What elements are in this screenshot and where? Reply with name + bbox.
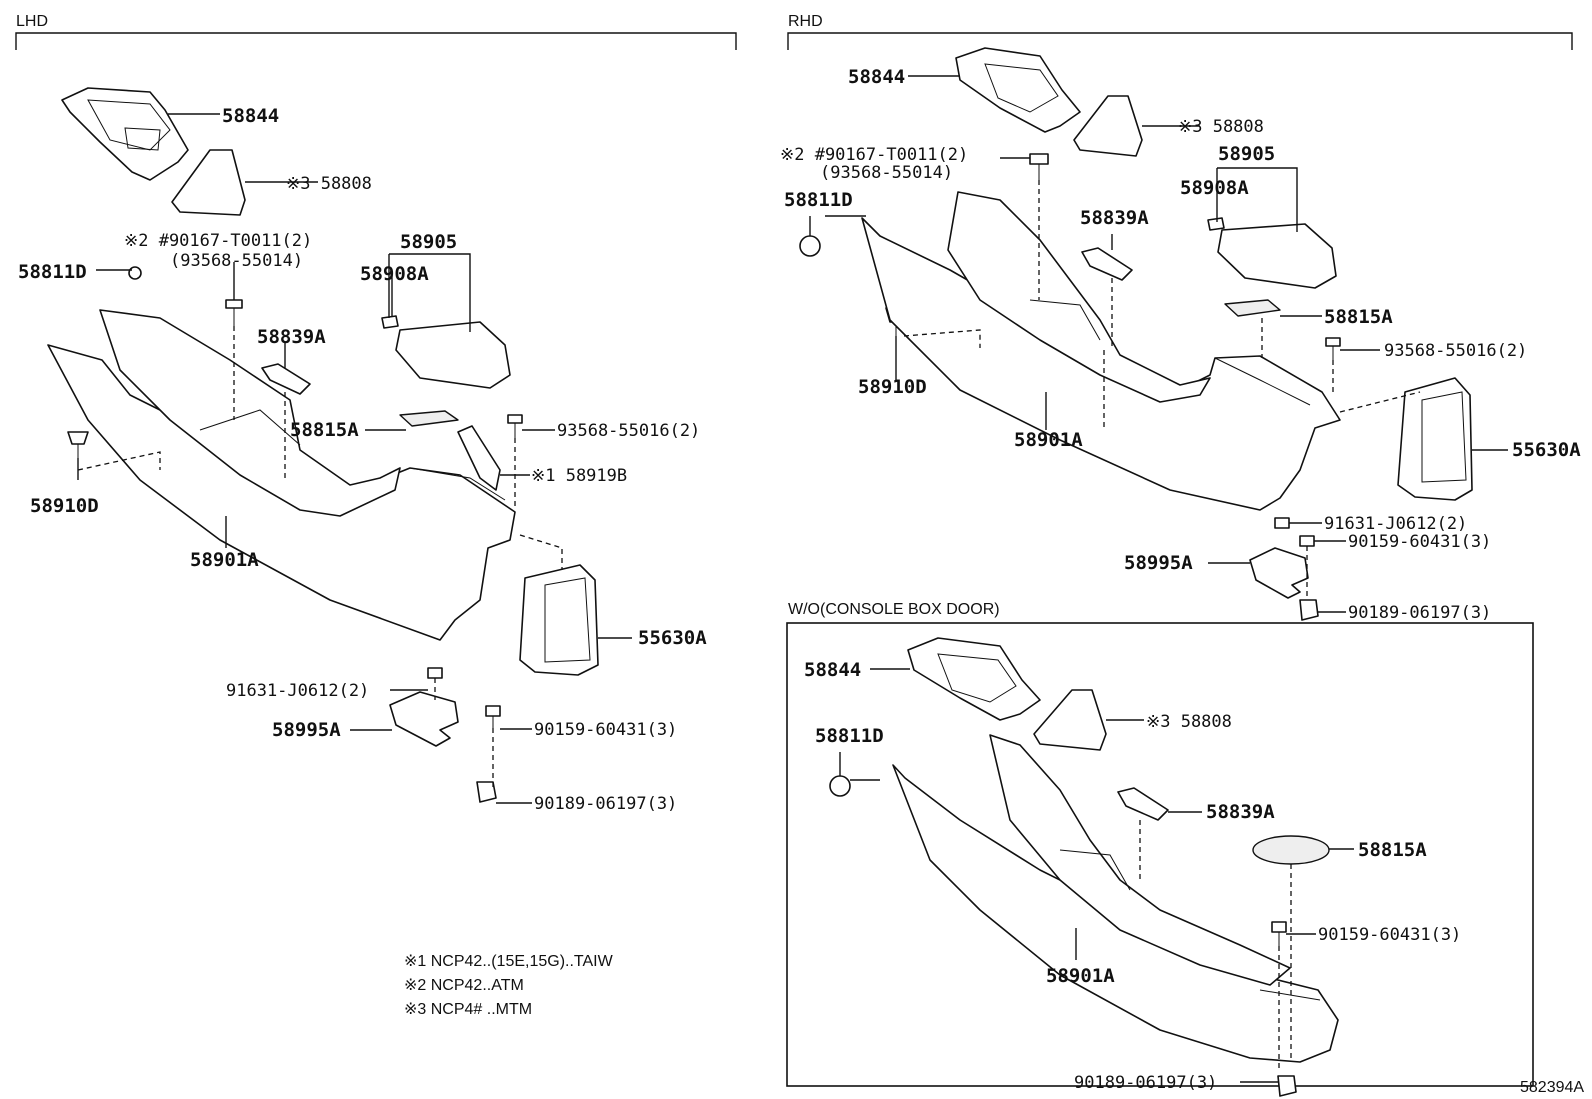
- section-label-wo-console: W/O(CONSOLE BOX DOOR): [788, 601, 1000, 618]
- wo-label-58815A: 58815A: [1358, 839, 1427, 861]
- rhd-label-58808: ※3 58808: [1178, 117, 1264, 137]
- lhd-bracket-58995A: [389, 691, 459, 747]
- wo-console-frame: [786, 622, 1534, 1087]
- wo-nut-90189: [1277, 1075, 1297, 1097]
- lhd-label-58815A: 58815A: [290, 419, 359, 441]
- rhd-label-58815A: 58815A: [1324, 306, 1393, 328]
- wo-label-58808: ※3 58808: [1146, 712, 1232, 732]
- rhd-label-93568-55016: 93568-55016(2): [1384, 341, 1527, 361]
- rhd-pad-58815A: [1224, 299, 1281, 317]
- rhd-clip-58811D: [799, 235, 821, 257]
- lhd-label-58808: ※3 58808: [286, 174, 372, 194]
- wo-label-58901A: 58901A: [1046, 965, 1115, 987]
- rhd-label-58844: 58844: [848, 66, 905, 88]
- rhd-console-58901A: [861, 191, 1341, 511]
- rhd-label-58839A: 58839A: [1080, 207, 1149, 229]
- lhd-label-58905: 58905: [400, 231, 457, 253]
- wo-label-90159: 90159-60431(3): [1318, 925, 1461, 945]
- lhd-label-90159: 90159-60431(3): [534, 720, 677, 740]
- lhd-cup-holder-58844: [61, 87, 189, 181]
- lhd-label-90167: ※2 #90167-T0011(2): [124, 231, 312, 251]
- rhd-label-55630A: 55630A: [1512, 439, 1581, 461]
- lhd-screw-91631: [427, 667, 443, 679]
- lhd-screw-90167: [225, 299, 243, 326]
- rhd-label-58905: 58905: [1218, 143, 1275, 165]
- section-bracket-lhd: [15, 32, 737, 50]
- rhd-label-58901A: 58901A: [1014, 429, 1083, 451]
- lhd-shift-boot-58808: [171, 149, 246, 216]
- rhd-label-58811D: 58811D: [784, 189, 853, 211]
- rhd-armrest-58905: [1207, 217, 1337, 289]
- lhd-pad-58815A: [399, 410, 459, 427]
- rhd-label-58908A: 58908A: [1180, 177, 1249, 199]
- lhd-label-58844: 58844: [222, 105, 279, 127]
- lhd-label-58811D: 58811D: [18, 261, 87, 283]
- lhd-label-58901A: 58901A: [190, 549, 259, 571]
- lhd-label-58995A: 58995A: [272, 719, 341, 741]
- lhd-label-91631: 91631-J0612(2): [226, 681, 369, 701]
- rhd-screw-91631: [1274, 517, 1290, 529]
- wo-clip-58811D: [829, 775, 851, 797]
- rhd-cup-holder-58844: [955, 47, 1081, 133]
- lhd-screw-93568: [507, 414, 523, 438]
- lhd-armrest-58905: [381, 315, 511, 389]
- lhd-label-55630A: 55630A: [638, 627, 707, 649]
- wo-label-58839A: 58839A: [1206, 801, 1275, 823]
- rhd-shift-boot-58808: [1073, 95, 1143, 157]
- lhd-clip-58910D: [67, 431, 89, 458]
- section-bracket-rhd: [787, 32, 1573, 50]
- figure-id: 582394A: [1520, 1079, 1584, 1096]
- lhd-cover-55630A: [519, 564, 599, 676]
- lhd-label-93568-55014: (93568-55014): [170, 251, 303, 271]
- rhd-label-90159: 90159-60431(3): [1348, 532, 1491, 552]
- note-3: ※3 NCP4# ..MTM: [404, 1001, 532, 1018]
- wo-cup-holder-58844: [907, 637, 1041, 721]
- lhd-console-58901A: [47, 309, 516, 641]
- wo-pad-58815A: [1252, 835, 1330, 865]
- lhd-bracket-58919B: [457, 425, 501, 491]
- rhd-trim-58839A: [1081, 247, 1133, 281]
- wo-label-58844: 58844: [804, 659, 861, 681]
- lhd-screw-90159: [485, 705, 501, 728]
- wo-label-58811D: 58811D: [815, 725, 884, 747]
- rhd-label-93568-55014: (93568-55014): [820, 163, 953, 183]
- rhd-nut-90189: [1299, 599, 1319, 621]
- lhd-label-58908A: 58908A: [360, 263, 429, 285]
- note-1: ※1 NCP42..(15E,15G)..TAIW: [404, 953, 614, 970]
- note-2: ※2 NCP42..ATM: [404, 977, 524, 994]
- section-label-lhd: LHD: [16, 13, 48, 30]
- rhd-label-90167: ※2 #90167-T0011(2): [780, 145, 968, 165]
- rhd-label-90189: 90189-06197(3): [1348, 603, 1491, 623]
- wo-shift-boot-58808: [1033, 689, 1107, 751]
- lhd-label-58839A: 58839A: [257, 326, 326, 348]
- rhd-label-58995A: 58995A: [1124, 552, 1193, 574]
- wo-console-58901A: [892, 734, 1339, 1063]
- lhd-clip-58811D: [128, 266, 142, 280]
- wo-trim-58839A: [1117, 787, 1169, 821]
- lhd-label-90189: 90189-06197(3): [534, 794, 677, 814]
- lhd-label-58919B: ※1 58919B: [531, 466, 627, 486]
- rhd-cover-55630A: [1397, 377, 1473, 501]
- rhd-screw-90167: [1029, 153, 1049, 180]
- lhd-nut-90189: [476, 781, 497, 803]
- rhd-label-58910D: 58910D: [858, 376, 927, 398]
- section-label-rhd: RHD: [788, 13, 823, 30]
- lhd-trim-58839A: [261, 363, 311, 395]
- wo-screw-90159: [1271, 921, 1287, 946]
- lhd-label-58910D: 58910D: [30, 495, 99, 517]
- wo-label-90189: 90189-06197(3): [1074, 1073, 1217, 1093]
- rhd-screw-93568: [1325, 337, 1341, 360]
- rhd-bracket-58995A: [1249, 547, 1309, 599]
- rhd-screw-90159: [1299, 535, 1315, 547]
- rhd-label-91631: 91631-J0612(2): [1324, 514, 1467, 534]
- lhd-label-93568-55016: 93568-55016(2): [557, 421, 700, 441]
